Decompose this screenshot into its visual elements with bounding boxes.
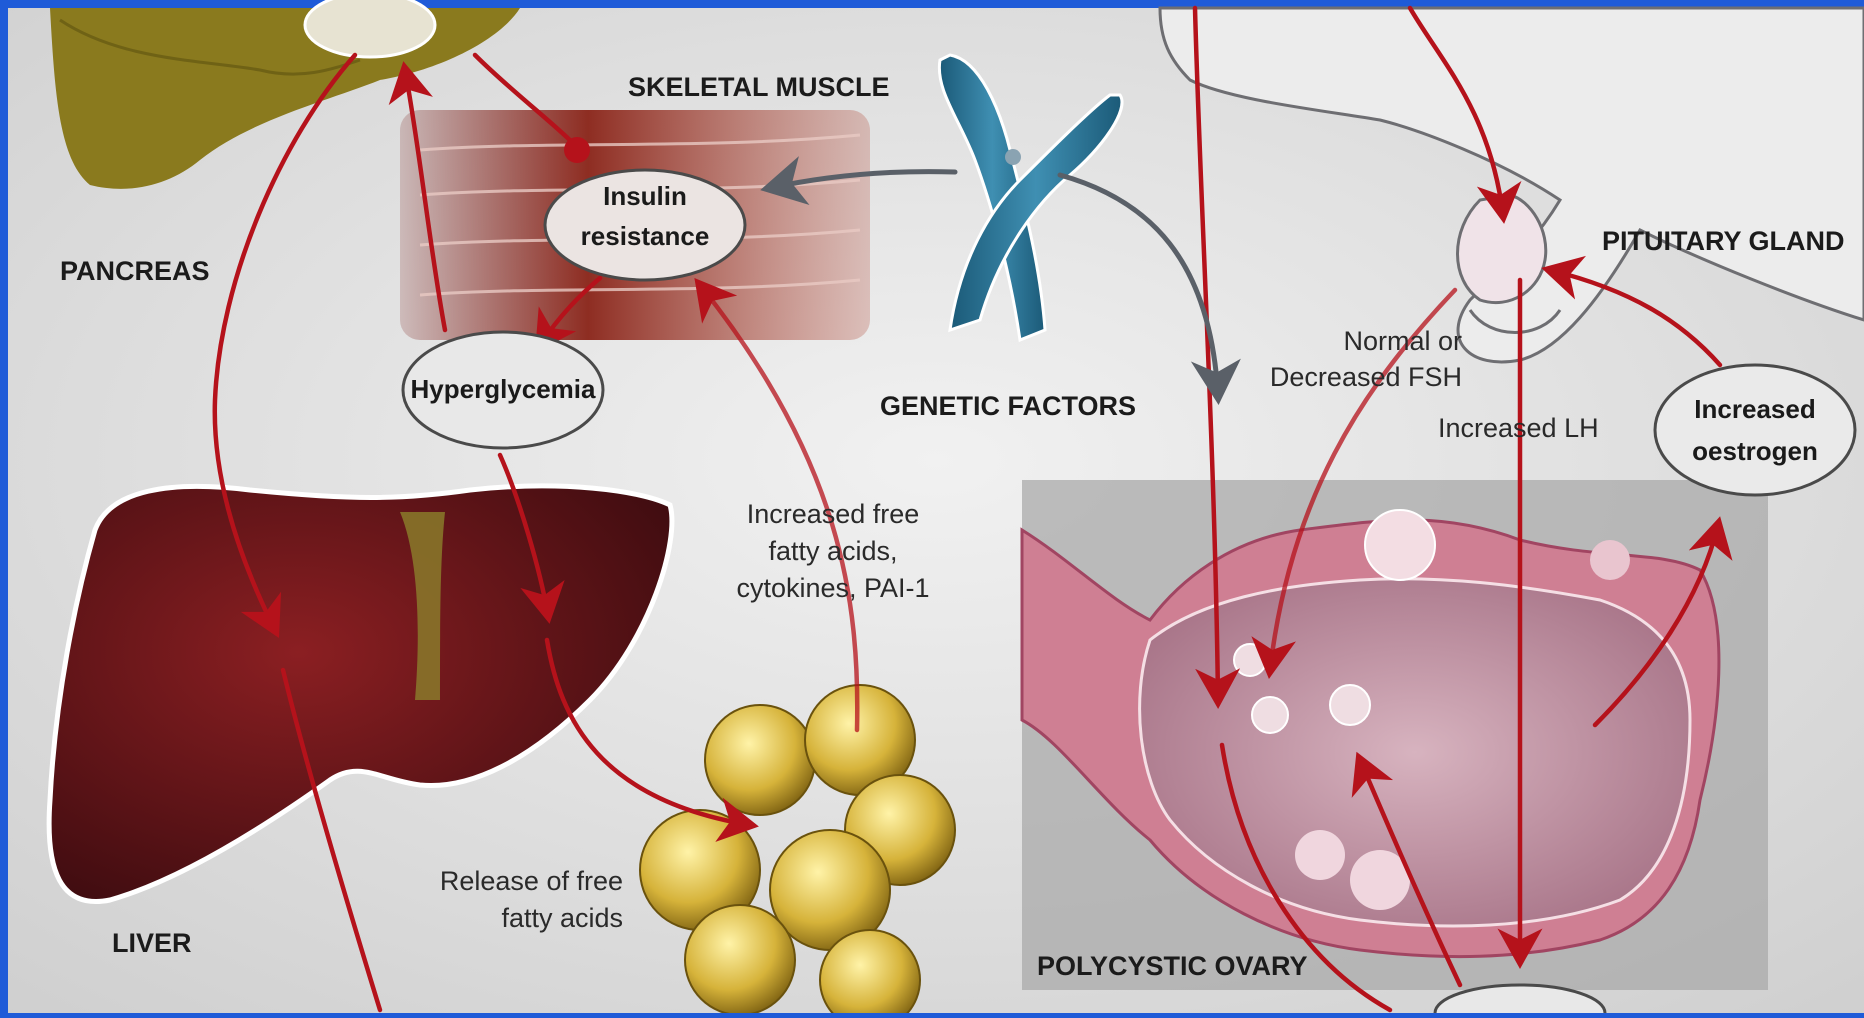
label-skeletal-muscle: SKELETAL MUSCLE bbox=[628, 72, 890, 102]
label-pancreas: PANCREAS bbox=[60, 256, 210, 286]
label-liver: LIVER bbox=[112, 928, 192, 958]
label-pituitary-gland: PITUITARY GLAND bbox=[1602, 226, 1845, 256]
increased-oestrogen-line2: oestrogen bbox=[1692, 436, 1818, 466]
inhibition-dot bbox=[564, 137, 590, 163]
node-insulin-resistance: Insulin resistance bbox=[545, 170, 745, 280]
insulin-resistance-line1: Insulin bbox=[603, 181, 687, 211]
increased-oestrogen-line1: Increased bbox=[1694, 394, 1815, 424]
node-increased-oestrogen: Increased oestrogen bbox=[1655, 365, 1855, 495]
annotation-fsh-line1: Normal or bbox=[1343, 326, 1462, 356]
annotation-lh: Increased LH bbox=[1438, 413, 1599, 443]
hyperglycemia-label: Hyperglycemia bbox=[411, 374, 597, 404]
annotation-ffa-line3: cytokines, PAI-1 bbox=[736, 573, 929, 603]
annotation-ffa-line2: fatty acids, bbox=[768, 536, 897, 566]
label-polycystic-ovary: POLYCYSTIC OVARY bbox=[1037, 951, 1308, 981]
annotation-release-line1: Release of free bbox=[440, 866, 623, 896]
label-genetic-factors: GENETIC FACTORS bbox=[880, 391, 1136, 421]
annotation-ffa-line1: Increased free bbox=[747, 499, 920, 529]
annotation-fsh-line2: Decreased FSH bbox=[1270, 362, 1462, 392]
insulin-resistance-line2: resistance bbox=[581, 221, 710, 251]
annotation-release-line2: fatty acids bbox=[501, 903, 623, 933]
node-hyperglycemia: Hyperglycemia bbox=[403, 332, 603, 448]
